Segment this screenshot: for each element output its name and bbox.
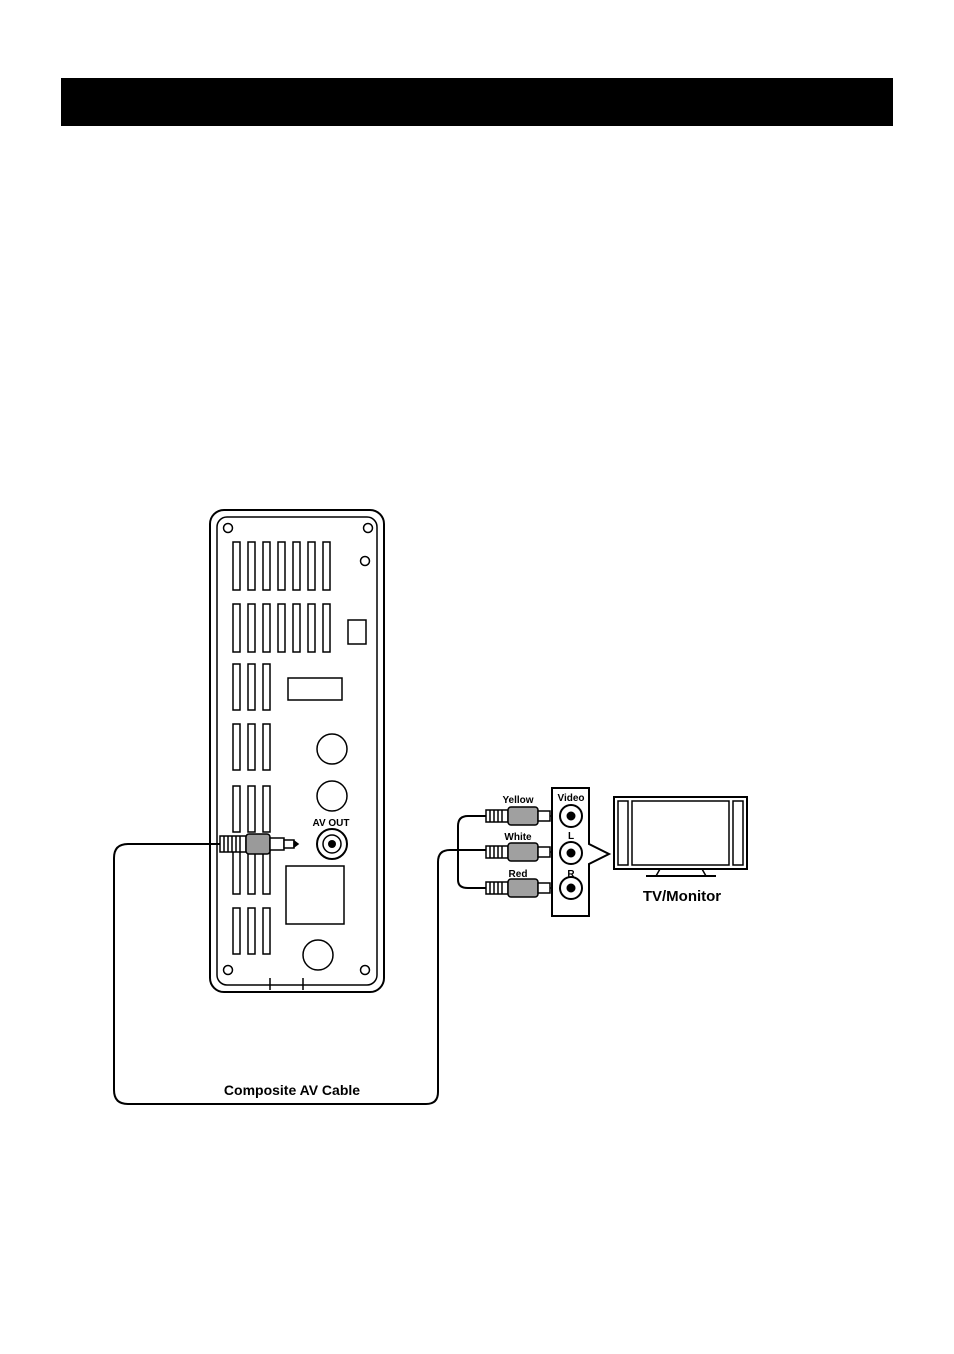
input-label-video: Video <box>557 793 584 804</box>
av-out-jack <box>316 828 348 860</box>
composite-cable <box>113 843 486 1105</box>
input-label-right: R <box>567 869 575 880</box>
rca-plug-red <box>485 878 558 898</box>
cable-branch <box>457 815 486 889</box>
rca-jacks <box>559 804 583 900</box>
tv-label: TV/Monitor <box>643 888 721 905</box>
plug-label-yellow: Yellow <box>502 795 533 806</box>
header-bar <box>61 78 893 126</box>
rca-plug-white <box>485 842 558 862</box>
cable-label: Composite AV Cable <box>224 1082 360 1098</box>
input-label-left: L <box>568 831 574 842</box>
plug-label-red: Red <box>509 869 528 880</box>
device-back-panel <box>209 509 385 993</box>
av-out-label: AV OUT <box>312 818 349 829</box>
plug-label-white: White <box>504 832 532 843</box>
mini-plug <box>219 833 300 855</box>
rca-plug-yellow <box>485 806 558 826</box>
tv-monitor-icon <box>613 796 748 877</box>
